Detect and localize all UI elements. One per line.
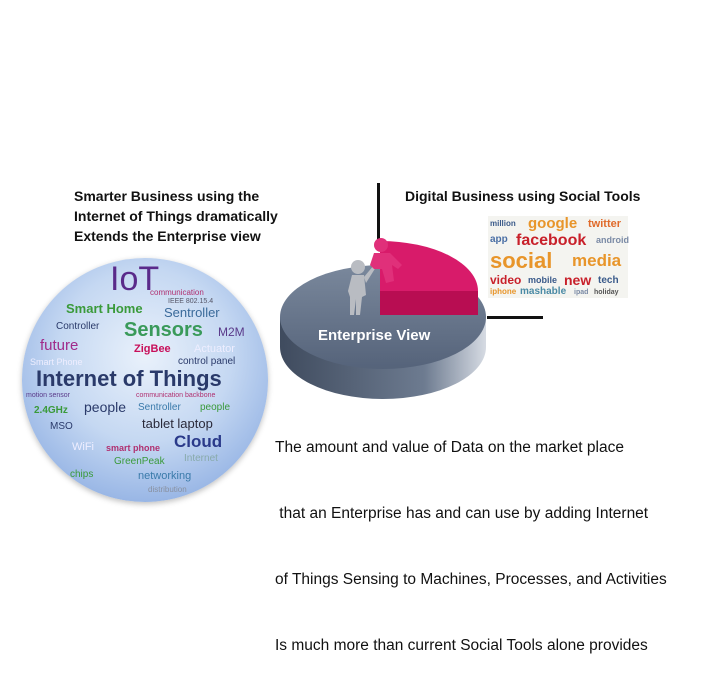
word: control panel	[178, 356, 236, 367]
paragraph-line: that an Enterprise has and can use by ad…	[275, 505, 649, 522]
word: Cloud	[174, 432, 223, 451]
word: mobile	[528, 275, 558, 285]
word: motion sensor	[26, 392, 70, 399]
word: media	[572, 251, 622, 270]
word: iphone	[490, 287, 517, 296]
word: tablet laptop	[142, 416, 213, 431]
person-gray-icon	[348, 260, 376, 315]
word: Sentroller	[164, 305, 220, 320]
word: Sensors	[124, 319, 203, 341]
word: Internet of Things	[36, 366, 222, 391]
word: Sentroller	[138, 402, 181, 413]
word: communication	[150, 288, 204, 297]
word: mashable	[520, 286, 567, 297]
word: Smart Phone	[30, 357, 83, 367]
word: 2.4GHz	[34, 405, 68, 416]
word: people	[84, 399, 127, 415]
word: ZigBee	[134, 343, 171, 355]
word: google	[528, 215, 578, 232]
word: GreenPeak	[114, 456, 165, 467]
enterprise-pie-chart	[280, 238, 486, 399]
word: facebook	[516, 232, 587, 249]
social-heading: Digital Business using Social Tools	[405, 188, 641, 204]
word: new	[564, 272, 592, 288]
word: Controller	[56, 321, 100, 332]
word: video	[490, 273, 522, 287]
iot-heading-line: Internet of Things dramatically	[74, 208, 278, 224]
word: million	[490, 219, 516, 228]
word: twitter	[588, 218, 621, 230]
paragraph-line: of Things Sensing to Machines, Processes…	[275, 571, 667, 588]
word: WiFi	[72, 441, 94, 453]
word: android	[596, 235, 629, 245]
divider-horizontal	[487, 316, 543, 319]
iot-word-cloud-globe: IoT communication IEEE 802.15.4 Smart Ho…	[22, 258, 268, 502]
word: Smart Home	[66, 301, 143, 316]
word: app	[490, 234, 508, 245]
word: distribution	[148, 485, 187, 494]
social-word-cloud: million google twitter app facebook andr…	[488, 215, 629, 298]
word: future	[40, 337, 79, 354]
iot-heading-line: Extends the Enterprise view	[74, 228, 261, 244]
pie-label: Enterprise View	[318, 327, 431, 344]
word: holiday	[594, 289, 619, 296]
description-paragraph: The amount and value of Data on the mark…	[275, 393, 667, 679]
pie-highlight-side	[380, 291, 478, 315]
word: tech	[598, 275, 619, 286]
word: Internet	[184, 453, 218, 464]
word: smart phone	[106, 443, 161, 453]
word: IEEE 802.15.4	[168, 298, 214, 305]
word: IoT	[110, 260, 160, 298]
word: chips	[70, 469, 94, 480]
word: social	[490, 248, 553, 273]
person-pink-icon	[370, 238, 402, 283]
word: M2M	[218, 325, 245, 339]
pie-highlight-slice	[380, 241, 478, 291]
word: people	[200, 402, 231, 413]
paragraph-line: Is much more than current Social Tools a…	[275, 637, 648, 654]
iot-heading-line: Smarter Business using the	[74, 188, 260, 204]
iot-heading: Smarter Business using the Internet of T…	[74, 186, 278, 246]
word: communication backbone	[136, 392, 216, 399]
divider-vertical	[377, 183, 380, 243]
word: ipad	[574, 289, 589, 296]
paragraph-line: The amount and value of Data on the mark…	[275, 439, 624, 456]
word: networking	[138, 470, 192, 482]
word: MSO	[50, 421, 73, 432]
word: Actuator	[194, 343, 235, 355]
